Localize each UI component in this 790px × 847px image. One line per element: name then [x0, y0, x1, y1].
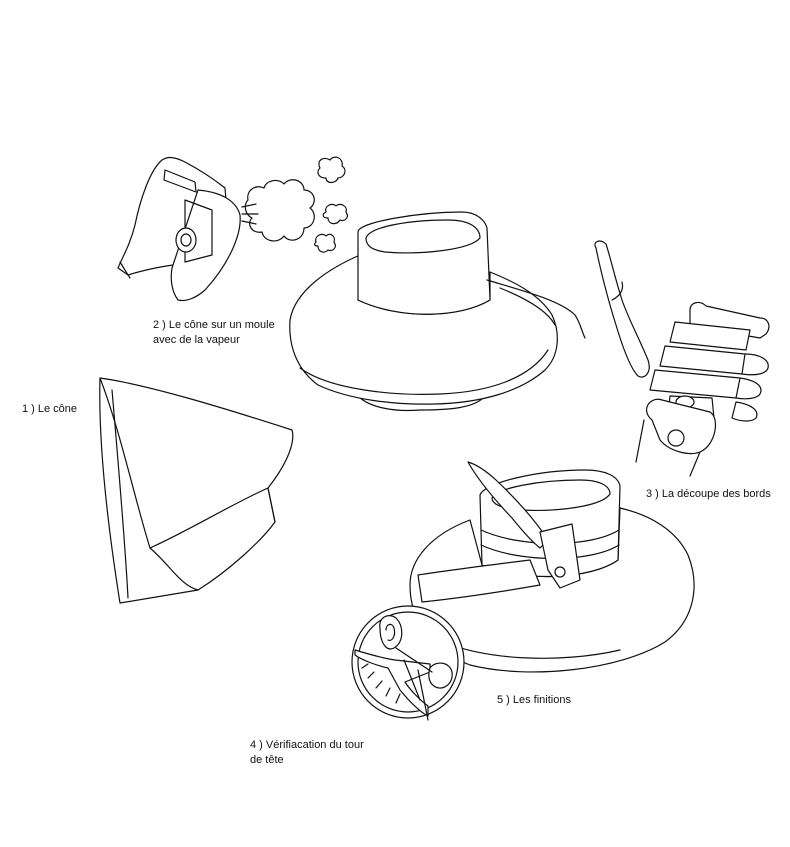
felt-cone-icon — [99, 377, 294, 604]
hat-on-mold-icon — [289, 211, 586, 412]
steam-cloud-icon — [241, 156, 348, 253]
step-1-text: 1 ) Le cône — [22, 403, 78, 415]
step-1-label: 1 ) Le cône — [22, 402, 77, 417]
step-3-text: 3 ) La découpe des bords — [646, 488, 771, 500]
step-2-text-line-2: avec de la vapeur — [153, 334, 240, 346]
steam-iron-icon — [117, 156, 241, 302]
step-2-label: 2 ) Le cône sur un moule avec de la vape… — [153, 318, 275, 348]
finished-hat-icon — [409, 461, 695, 673]
step-3-label: 3 ) La découpe des bords — [646, 487, 771, 502]
step-4-text-line-2: de tête — [250, 754, 284, 766]
step-5-label: 5 ) Les finitions — [497, 693, 571, 708]
step-4-label: 4 ) Vérifiacation du tour de tête — [250, 738, 364, 768]
scissors-icon — [379, 615, 453, 721]
step-2-text-line-1: 2 ) Le cône sur un moule — [153, 319, 275, 331]
step-4-text-line-1: 4 ) Vérifiacation du tour — [250, 739, 364, 751]
step-5-text: 5 ) Les finitions — [497, 694, 571, 706]
head-measure-icon — [351, 605, 465, 719]
cutting-tool-icon — [594, 240, 770, 477]
